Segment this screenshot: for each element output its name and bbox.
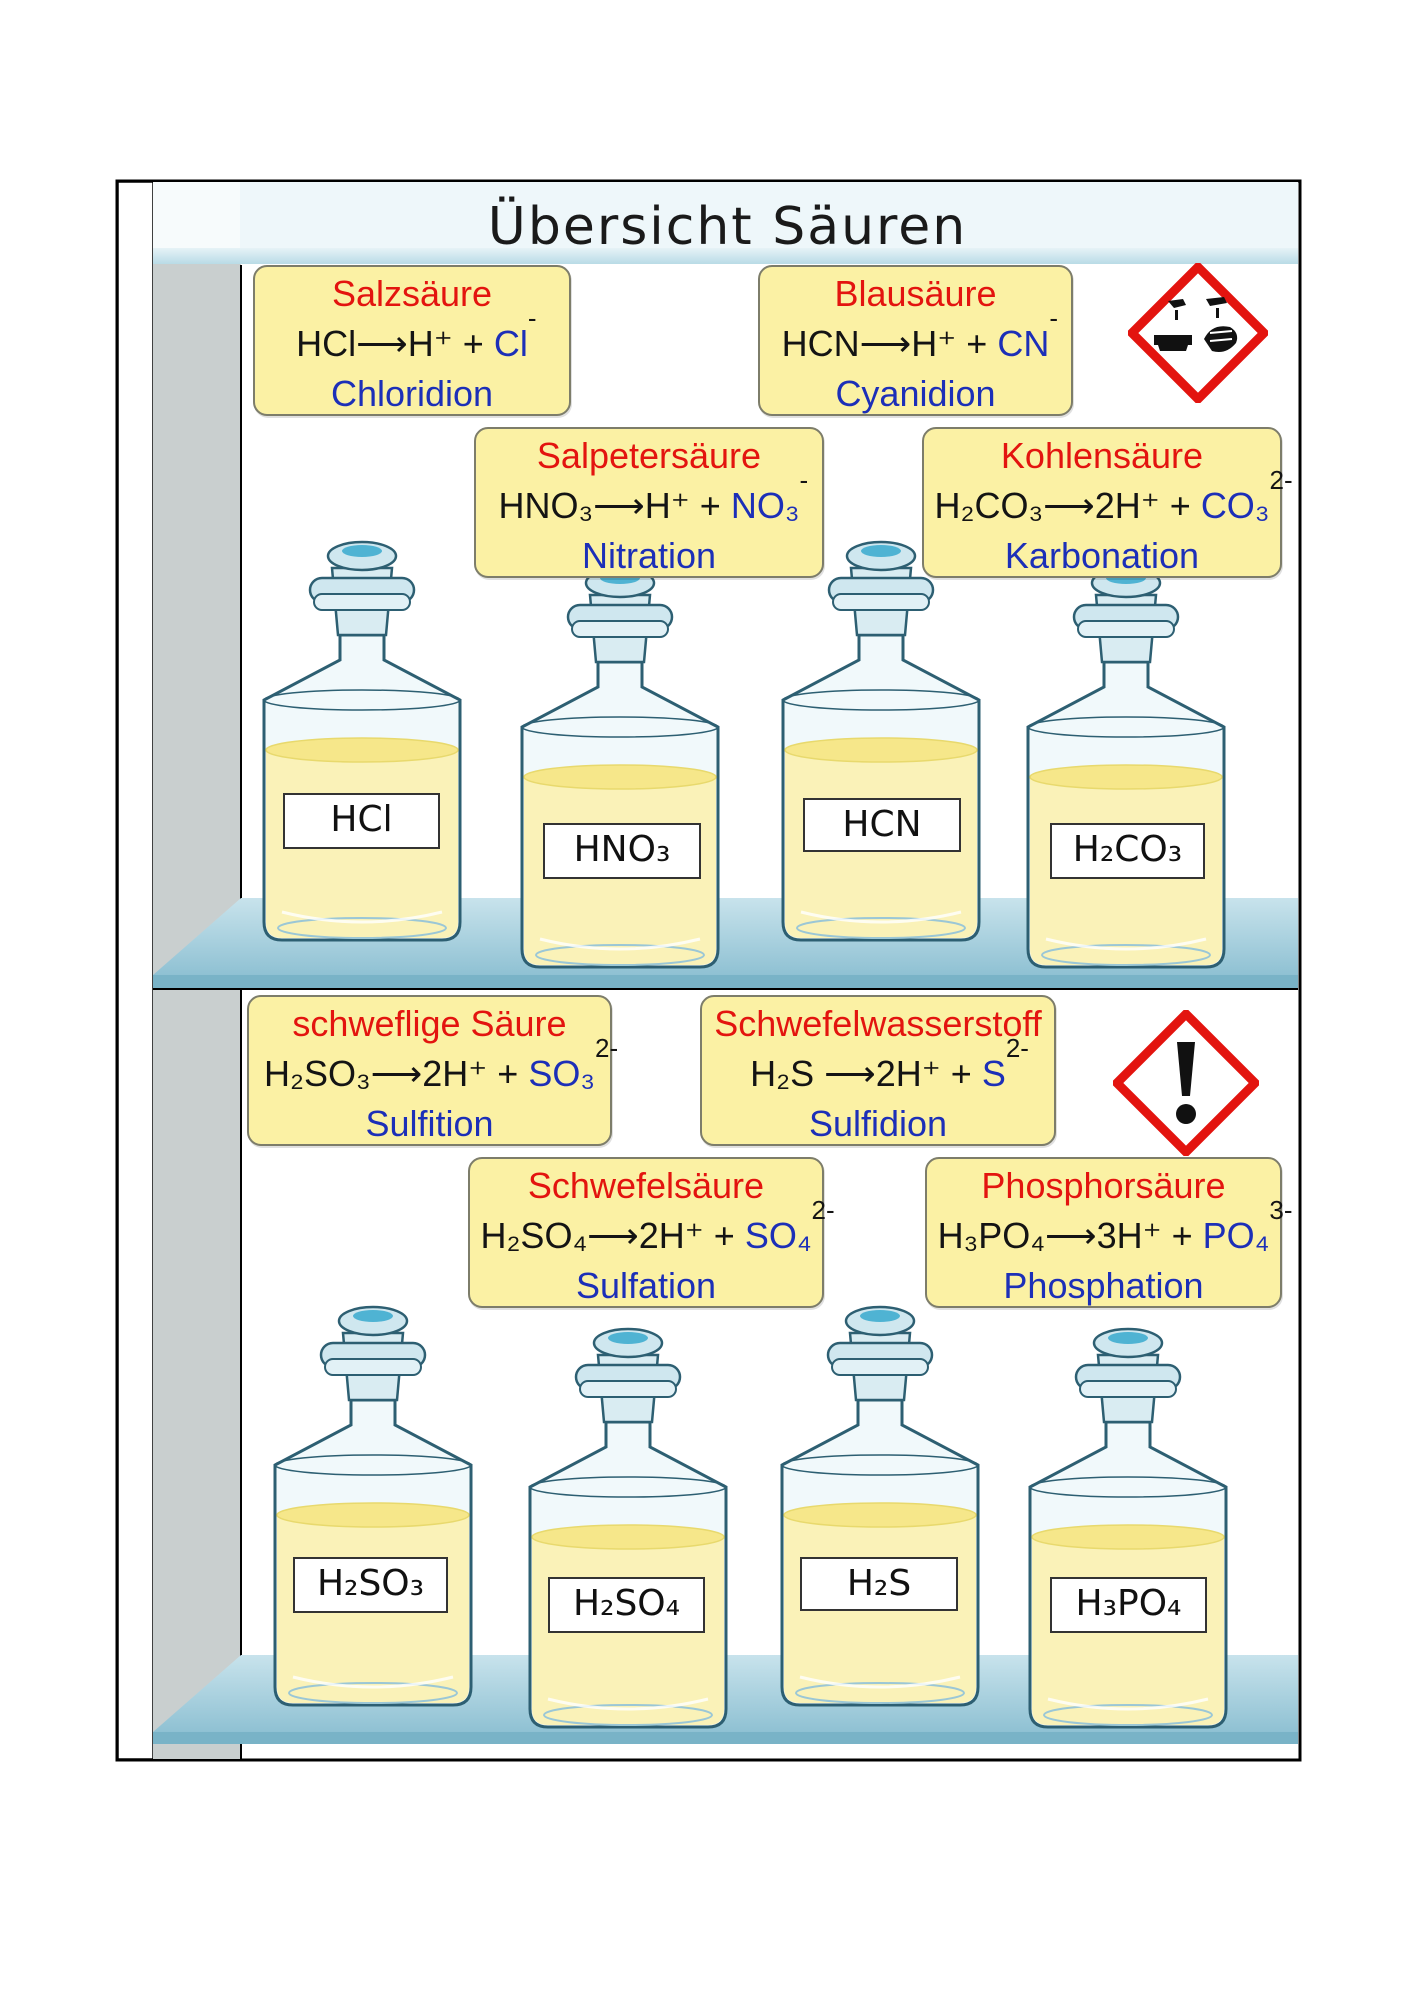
bottle bbox=[528, 1327, 728, 1729]
ion-name: Chloridion bbox=[330, 373, 494, 414]
eq-right: H⁺ + bbox=[644, 485, 721, 526]
ion-charge: 2- bbox=[595, 1033, 619, 1063]
bottle-label-h2so3: H₂SO₃ bbox=[293, 1557, 448, 1613]
ion-name: Sulfidion bbox=[808, 1103, 948, 1144]
arrow-icon: ⟶ bbox=[356, 323, 408, 364]
bottle-label-hcn: HCN bbox=[803, 798, 961, 852]
eq-left: H₂S bbox=[750, 1053, 815, 1094]
eq-left: HCl bbox=[296, 323, 357, 364]
ion-formula: CO₃ bbox=[1200, 485, 1270, 526]
dissociation-equation: HCN⟶H⁺ + CN- bbox=[760, 303, 1071, 365]
bottle bbox=[780, 1305, 980, 1707]
arrow-icon: ⟶ bbox=[587, 1215, 639, 1256]
acid-card-salpetersaeure: Salpetersäure HNO₃⟶H⁺ + NO₃- Nitration bbox=[474, 427, 824, 578]
cabinet-left-edge bbox=[117, 181, 154, 1760]
ion-formula: PO₄ bbox=[1202, 1215, 1270, 1256]
acid-name: Schwefelsäure bbox=[527, 1165, 765, 1206]
arrow-icon: ⟶ bbox=[370, 1053, 423, 1094]
bottle bbox=[262, 540, 462, 942]
ion-charge: - bbox=[799, 465, 809, 495]
acid-name: schweflige Säure bbox=[292, 1003, 567, 1044]
ion-charge: - bbox=[527, 303, 537, 333]
arrow-icon: ⟶ bbox=[814, 1053, 876, 1094]
dissociation-equation: HNO₃⟶H⁺ + NO₃- bbox=[476, 465, 822, 527]
acid-name: Blausäure bbox=[834, 273, 997, 314]
bottle-label-hcl: HCl bbox=[283, 793, 440, 849]
eq-left: H₂SO₄ bbox=[480, 1215, 588, 1256]
acid-name: Kohlensäure bbox=[1000, 435, 1204, 476]
bottle-label-h2s: H₂S bbox=[800, 1557, 958, 1611]
acid-name: Salzsäure bbox=[331, 273, 493, 314]
bottle bbox=[1026, 567, 1226, 969]
ion-name: Phosphation bbox=[1003, 1265, 1204, 1306]
ion-charge: 2- bbox=[1269, 465, 1293, 495]
acid-card-blausaeure: Blausäure HCN⟶H⁺ + CN- Cyanidion bbox=[758, 265, 1073, 416]
bottle-label-hno3: HNO₃ bbox=[543, 823, 701, 879]
ion-name: Sulfition bbox=[365, 1103, 494, 1144]
ion-formula: SO₄ bbox=[744, 1215, 812, 1256]
arrow-icon: ⟶ bbox=[593, 485, 645, 526]
ion-formula: NO₃ bbox=[730, 485, 800, 526]
dissociation-equation: HCl⟶H⁺ + Cl- bbox=[255, 303, 569, 365]
ion-name: Karbonation bbox=[1004, 535, 1200, 576]
eq-left: H₂CO₃ bbox=[934, 485, 1044, 526]
ion-charge: 2- bbox=[811, 1195, 835, 1225]
bottle-label-h2so4: H₂SO₄ bbox=[548, 1577, 705, 1633]
ion-formula: S bbox=[981, 1053, 1006, 1094]
acid-card-salzsaeure: Salzsäure HCl⟶H⁺ + Cl- Chloridion bbox=[253, 265, 571, 416]
bottle-label-h2co3: H₂CO₃ bbox=[1050, 823, 1205, 879]
ion-name: Sulfation bbox=[575, 1265, 717, 1306]
eq-right: 2H⁺ + bbox=[422, 1053, 519, 1094]
ion-formula: Cl bbox=[493, 323, 528, 364]
eq-left: HNO₃ bbox=[498, 485, 594, 526]
eq-left: H₂SO₃ bbox=[263, 1053, 371, 1094]
bottle bbox=[520, 567, 720, 969]
corrosive-icon bbox=[1128, 263, 1268, 403]
arrow-icon: ⟶ bbox=[1044, 1215, 1097, 1256]
acid-name: Schwefelwasserstoff bbox=[714, 1003, 1042, 1044]
ion-charge: - bbox=[1049, 303, 1058, 333]
bottle bbox=[781, 540, 981, 942]
bottle bbox=[1028, 1327, 1228, 1729]
cabinet-top-panel bbox=[153, 182, 1298, 255]
ion-name: Nitration bbox=[581, 535, 717, 576]
eq-right: H⁺ + bbox=[407, 323, 484, 364]
eq-right: H⁺ + bbox=[911, 323, 988, 364]
eq-left: HCN bbox=[781, 323, 860, 364]
eq-left: H₃PO₄ bbox=[937, 1215, 1045, 1256]
eq-right: 3H⁺ + bbox=[1096, 1215, 1193, 1256]
ion-name: Cyanidion bbox=[835, 373, 996, 414]
arrow-icon: ⟶ bbox=[1043, 485, 1095, 526]
eq-right: 2H⁺ + bbox=[875, 1053, 972, 1094]
exclamation-icon bbox=[1113, 1010, 1259, 1156]
ion-formula: SO₃ bbox=[528, 1053, 595, 1094]
arrow-icon: ⟶ bbox=[859, 323, 912, 364]
bottle-label-h3po4: H₃PO₄ bbox=[1050, 1577, 1207, 1633]
eq-right: 2H⁺ + bbox=[638, 1215, 735, 1256]
ion-charge: 2- bbox=[1005, 1033, 1029, 1063]
page-title: Übersicht Säuren bbox=[487, 197, 968, 257]
eq-right: 2H⁺ + bbox=[1094, 485, 1191, 526]
bottle bbox=[273, 1305, 473, 1707]
acid-name: Phosphorsäure bbox=[981, 1165, 1226, 1206]
acid-name: Salpetersäure bbox=[536, 435, 762, 476]
ion-formula: CN bbox=[997, 323, 1050, 364]
ion-charge: 3- bbox=[1269, 1195, 1293, 1225]
